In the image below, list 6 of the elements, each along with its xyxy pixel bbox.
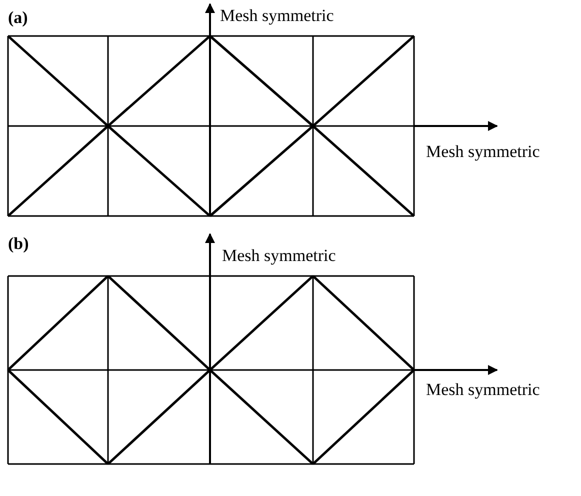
axis-label: Mesh symmetric bbox=[222, 246, 336, 266]
panel-label: (b) bbox=[8, 234, 29, 254]
panel-label: (a) bbox=[8, 8, 28, 28]
axis-label: Mesh symmetric bbox=[220, 6, 334, 26]
axis-label: Mesh symmetric bbox=[426, 380, 540, 400]
axis-label: Mesh symmetric bbox=[426, 142, 540, 162]
